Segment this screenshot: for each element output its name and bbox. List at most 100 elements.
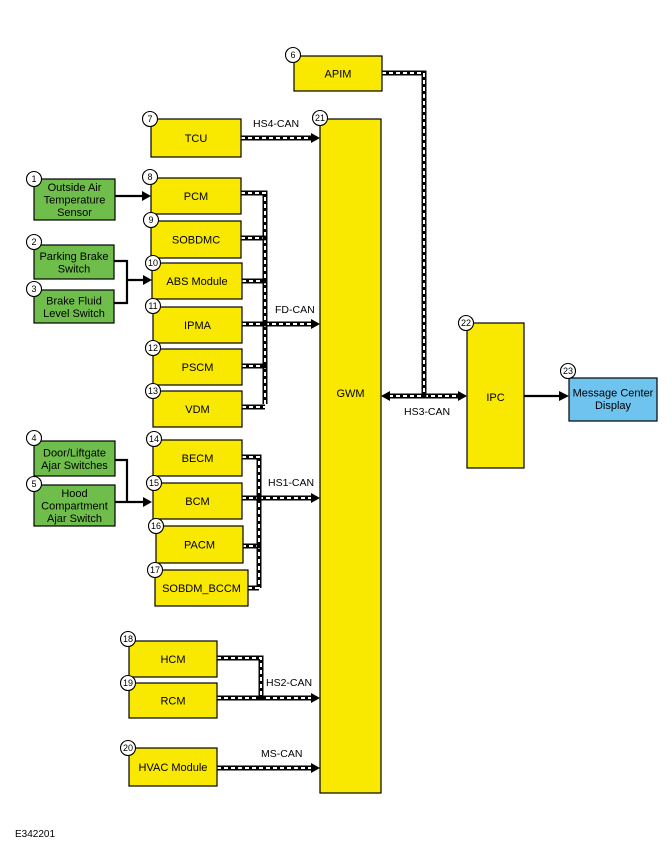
callout-circle [25,429,43,447]
ms-can-line [217,763,320,773]
module-10-box [151,262,243,300]
callout-19: 19 [119,674,137,692]
callout-circle [119,739,137,757]
ms-can-label: MS-CAN [261,748,302,760]
callout-circle [119,674,137,692]
module-20-label: HVAC Module [139,762,208,774]
n6-label-line: APIM [325,69,352,81]
callout-11: 11 [144,297,162,315]
callout-23: 23 [559,362,577,380]
callout-4: 4 [25,429,43,447]
module-15-label: BCM [185,496,209,508]
module-8-label: PCM [184,191,208,203]
callout-number: 16 [151,521,161,531]
callout-circle [145,430,163,448]
callout-circle [559,362,577,380]
callout-circle [144,382,162,400]
module-13-label: VDM [185,404,209,416]
callout-circle [25,233,43,251]
callout-circle [284,46,302,64]
callout-number: 14 [149,434,159,444]
callout-circle [311,109,329,127]
module-9: SOBDMC [150,220,242,259]
callout-8: 8 [141,168,159,186]
n8-label-line: PCM [184,191,208,203]
callout-14: 14 [145,430,163,448]
callout-number: 4 [31,433,36,443]
callout-circle [147,517,165,535]
callout-21: 21 [311,109,329,127]
bus-lines [114,70,569,773]
callout-number: 2 [31,237,36,247]
n2-label-line: Switch [58,263,90,275]
callout-6: 6 [284,46,302,64]
callout-number: 19 [123,678,133,688]
module-15-box [152,482,243,520]
callout-16: 16 [147,517,165,535]
callout-circle [142,211,160,229]
module-8: PCM [150,177,242,215]
callout-number: 5 [31,479,36,489]
module-8-box [150,177,242,215]
callout-number: 11 [148,301,157,311]
module-21-box [319,118,382,794]
callout-10: 10 [144,254,162,272]
callout-number: 22 [461,318,471,328]
n14-label-line: BECM [182,453,214,465]
callout-number: 23 [563,366,573,376]
module-23-box [568,377,658,422]
module-9-label: SOBDMC [172,235,220,247]
module-19-box [128,682,218,719]
module-22-label: IPC [486,392,504,404]
module-16: PACM [155,525,244,564]
hs2-can-line [217,655,320,703]
callout-number: 17 [150,565,160,575]
hs3-can-line [381,391,467,401]
module-6: APIM [293,55,383,92]
module-4-box [33,440,116,477]
hs4-can-label: HS4-CAN [253,118,299,130]
module-16-box [155,525,244,564]
n20-label-line: HVAC Module [139,762,208,774]
n2-label-line: Parking Brake [39,251,108,263]
module-12: PSCM [152,348,243,386]
module-11-box [152,306,243,344]
module-20-box [128,747,218,787]
n15-label-line: BCM [185,496,209,508]
sensor-wire-1 [115,191,151,201]
n9-label-line: SOBDMC [172,235,220,247]
callout-circle [25,475,43,493]
callout-numbers: 1 2 3 4 5 6 7 8 9 10 11 12 13 14 15 16 1… [25,46,577,757]
sensor-wire-4-5 [115,458,152,507]
callout-number: 8 [147,172,152,182]
module-18-box [128,640,218,678]
n1-label-line: Sensor [57,207,92,219]
module-12-label: PSCM [182,362,214,374]
callout-circle [144,339,162,357]
module-17: SOBDM_BCCM [154,569,249,607]
callout-13: 13 [144,382,162,400]
callout-number: 13 [148,386,158,396]
callout-1: 1 [25,170,43,188]
module-11-label: IPMA [184,320,212,332]
module-7: TCU [150,118,242,158]
callout-circle [144,297,162,315]
callout-22: 22 [457,314,475,332]
callout-circle [141,110,159,128]
n12-label-line: PSCM [182,362,214,374]
module-7-box [150,118,242,158]
callout-18: 18 [119,630,137,648]
callout-number: 1 [31,174,36,184]
n16-label-line: PACM [184,540,215,552]
callout-circle [119,630,137,648]
module-18: HCM [128,640,218,678]
hs1-can-label: HS1-CAN [268,477,314,489]
module-20: HVAC Module [128,747,218,787]
callout-circle [457,314,475,332]
